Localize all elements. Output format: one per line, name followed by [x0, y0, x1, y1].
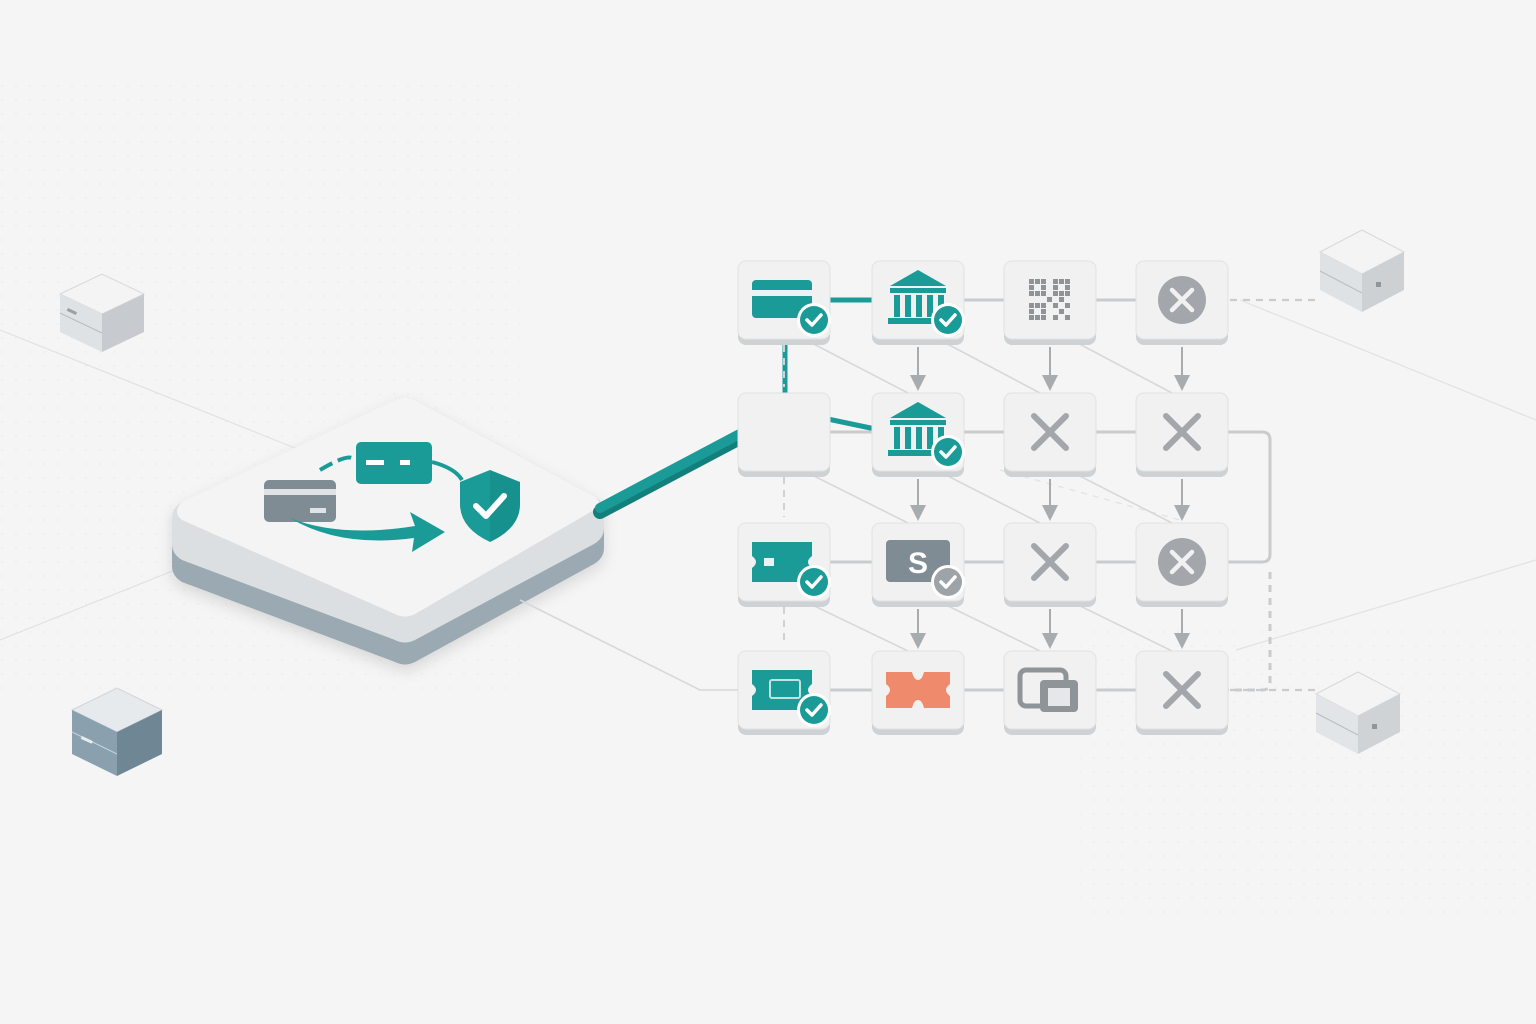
- payment-method-tile[interactable]: [871, 260, 965, 345]
- diagonal-link: [803, 470, 909, 524]
- diagonal-link: [803, 600, 909, 652]
- card-icon: [356, 442, 432, 484]
- check-badge-icon: [797, 693, 831, 727]
- diagonal-link: [937, 470, 1041, 524]
- hub-icons: [264, 442, 520, 552]
- diagonal-link: [937, 600, 1041, 652]
- server-icon-bottom-left: [70, 687, 164, 776]
- payment-method-tile[interactable]: [1135, 522, 1229, 607]
- x-circle-icon: [1158, 538, 1206, 586]
- arc-arrow-icon: [318, 455, 353, 472]
- payment-method-tile[interactable]: [737, 522, 831, 607]
- x-icon: [1163, 671, 1201, 709]
- payment-method-tile[interactable]: [1135, 650, 1229, 735]
- ticket-icon: [752, 542, 812, 582]
- return-link: [1228, 572, 1272, 692]
- diagonal-link: [1069, 338, 1173, 394]
- payment-method-tile[interactable]: [737, 260, 831, 345]
- payment-method-tile[interactable]: [871, 650, 965, 735]
- x-icon: [1031, 413, 1069, 451]
- qr-code-icon: [1029, 279, 1070, 320]
- diagonal-link: [1069, 470, 1173, 524]
- server-links: [1230, 298, 1318, 692]
- payment-method-tile[interactable]: [737, 650, 831, 735]
- arrow-icon: [290, 512, 445, 552]
- payment-method-tile[interactable]: [1135, 260, 1229, 345]
- shield-check-icon: [460, 470, 520, 542]
- payment-method-tile[interactable]: [871, 392, 965, 477]
- payment-method-tile[interactable]: [737, 392, 831, 477]
- dollar-bill-icon: S: [886, 540, 950, 582]
- server-icon-bottom-right: [1314, 671, 1402, 754]
- check-badge-icon: [797, 303, 831, 337]
- x-circle-icon: [1158, 276, 1206, 324]
- coupon-icon: [886, 672, 950, 708]
- check-badge-icon: [931, 303, 965, 337]
- check-badge-icon: [797, 565, 831, 599]
- x-icon: [1031, 543, 1069, 581]
- diagonal-link: [937, 338, 1041, 394]
- bill-label: S: [908, 547, 928, 580]
- check-badge-icon: [931, 435, 965, 469]
- payment-method-tile[interactable]: [1003, 260, 1097, 345]
- server-icon-top-right: [1318, 229, 1406, 312]
- arc-arrow-icon: [431, 460, 464, 482]
- check-badge-icon: [931, 565, 965, 599]
- payment-method-tile[interactable]: [1003, 392, 1097, 477]
- diagonal-link: [1069, 600, 1173, 652]
- ticket-card-icon: [752, 670, 812, 710]
- x-icon: [1163, 413, 1201, 451]
- bank-icon: [888, 270, 948, 324]
- payment-method-grid: S: [737, 260, 1229, 735]
- card-icon: [264, 480, 336, 522]
- grid-connectors: [519, 298, 1272, 692]
- return-link: [1228, 430, 1272, 564]
- wallet-icon: [1017, 667, 1078, 712]
- payment-method-tile[interactable]: [1003, 650, 1097, 735]
- payment-method-tile[interactable]: S: [871, 522, 965, 607]
- credit-card-icon: [752, 280, 812, 318]
- entry-link: [519, 599, 738, 691]
- payment-method-tile[interactable]: [1003, 522, 1097, 607]
- server-icon-top-left: [58, 273, 146, 352]
- payment-hub-platform: [172, 397, 604, 665]
- diagonal-link: [803, 338, 909, 394]
- payment-method-tile[interactable]: [1135, 392, 1229, 477]
